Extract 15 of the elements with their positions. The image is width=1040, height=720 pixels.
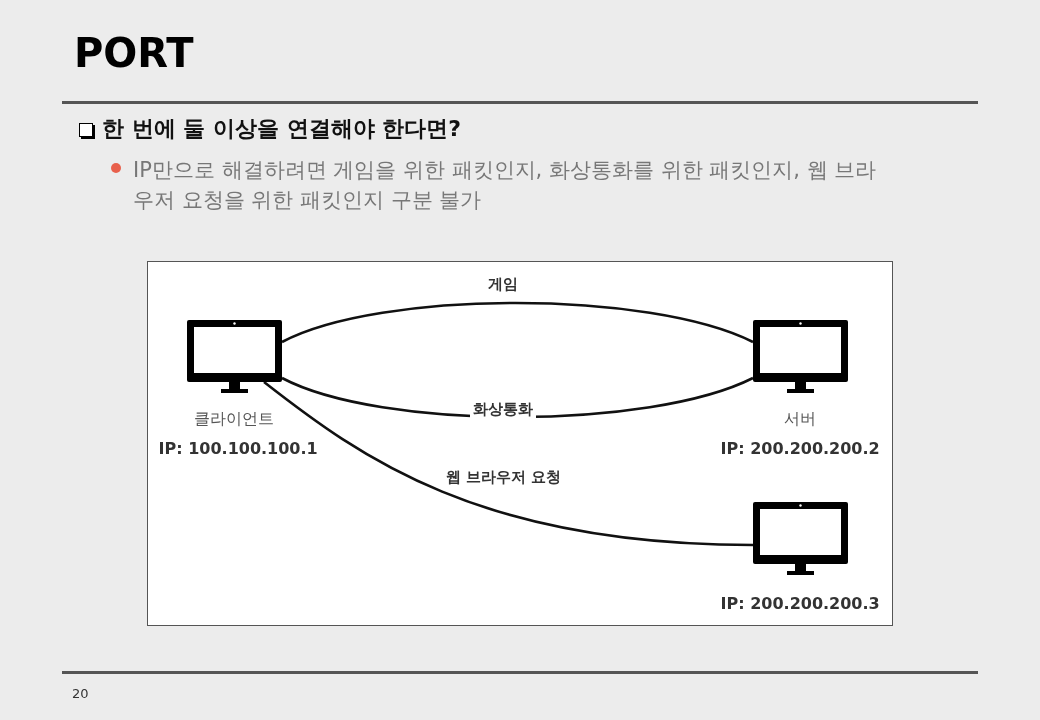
device-label: 서버 bbox=[784, 409, 816, 430]
edge-label: 화상통화 bbox=[470, 400, 536, 419]
connector-line bbox=[263, 380, 754, 547]
page-number: 20 bbox=[72, 686, 89, 701]
monitor-icon bbox=[187, 320, 282, 393]
connector-line bbox=[281, 301, 754, 344]
heading: 한 번에 둘 이상을 연결해야 한다면? bbox=[102, 115, 462, 143]
monitor-icon bbox=[753, 502, 848, 575]
monitor-icon bbox=[753, 320, 848, 393]
ip-address: IP: 100.100.100.1 bbox=[158, 439, 318, 458]
bullet-text: IP만으로 해결하려면 게임을 위한 패킷인지, 화상통화를 위한 패킷인지, 웹 브라우저 요청을 위한 패킷인지 구분 불가 bbox=[133, 157, 878, 214]
slide-title: PORT bbox=[74, 30, 194, 76]
ip-address: IP: 200.200.200.2 bbox=[720, 439, 880, 458]
ip-address: IP: 200.200.200.3 bbox=[720, 594, 880, 613]
device-label: 클라이언트 bbox=[194, 409, 274, 430]
